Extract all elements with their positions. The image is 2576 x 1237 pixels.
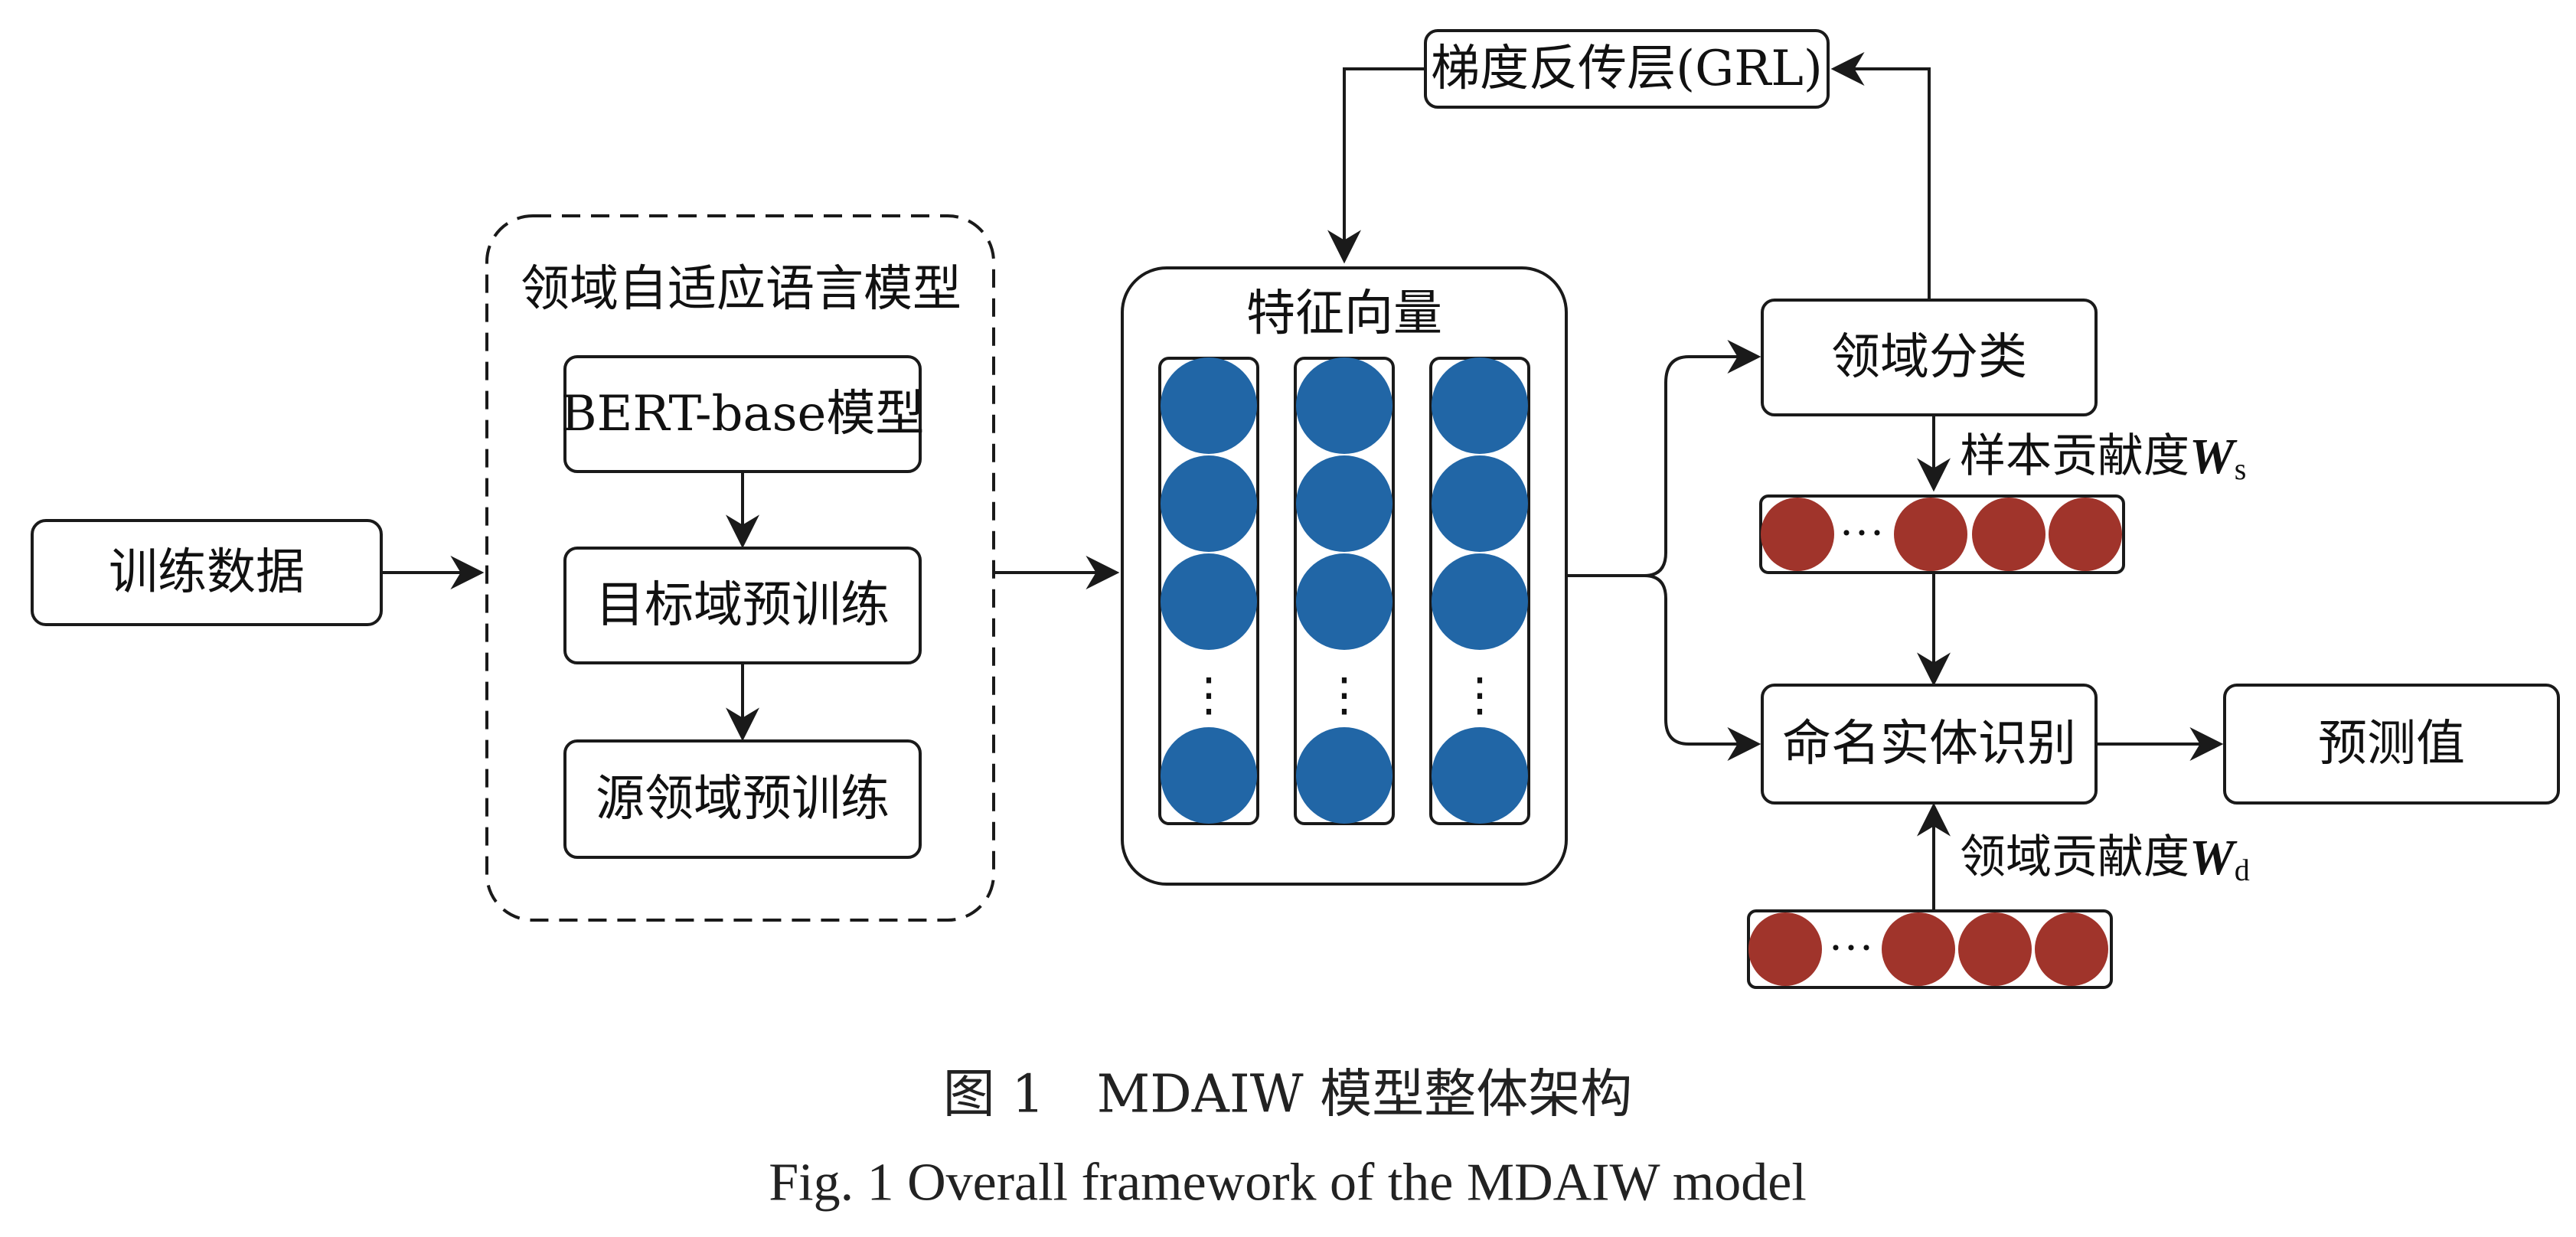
figure-caption-en: Fig. 1 Overall framework of the MDAIW mo… <box>769 1154 1807 1213</box>
domain-weight-node <box>1748 912 1822 986</box>
sample-weight-node <box>1972 498 2045 571</box>
feature-node <box>1296 357 1392 454</box>
prediction-label: 预测值 <box>2318 716 2465 772</box>
feature-node <box>1296 553 1392 650</box>
sample-weight-node <box>1894 498 1967 571</box>
domain-weight-node <box>1882 912 1955 986</box>
feature-ellipsis: ⋮ <box>1186 670 1232 720</box>
sample-weight-label: 样本贡献度Ws <box>1960 429 2246 486</box>
feature-node <box>1161 455 1257 552</box>
domain-classify-label: 领域分类 <box>1831 329 2027 386</box>
training-data-node: 训练数据 <box>31 519 383 626</box>
feature-ellipsis: ⋮ <box>1457 670 1503 720</box>
arrow-feature-to-classify <box>1566 340 1761 577</box>
feature-node <box>1432 455 1528 552</box>
sample-weight-row: ··· <box>1759 494 2125 574</box>
feature-node <box>1161 553 1257 650</box>
sample-weight-node <box>1761 498 1834 571</box>
figure-caption-cn: 图 1 MDAIW 模型整体架构 <box>943 1065 1633 1125</box>
feature-ellipsis: ⋮ <box>1321 670 1367 720</box>
feature-node <box>1296 455 1392 552</box>
grl-label: 梯度反传层(GRL) <box>1431 41 1823 97</box>
feature-vector-title: 特征向量 <box>1246 286 1442 342</box>
feature-column-2: ⋮ <box>1294 357 1395 825</box>
bert-base-label: BERT-base模型 <box>561 386 925 442</box>
feature-node <box>1432 357 1528 454</box>
domain-weight-node <box>2035 912 2108 986</box>
source-pretrain-label: 源领域预训练 <box>596 771 890 827</box>
arrow-classify-to-grl <box>1830 52 1931 299</box>
domain-weight-label: 领域贡献度Wd <box>1960 830 2250 887</box>
arrow-grl-to-feature <box>1327 67 1425 264</box>
ner-label: 命名实体识别 <box>1782 716 2076 772</box>
domain-weight-row: ··· <box>1747 909 2113 989</box>
feature-node <box>1161 357 1257 454</box>
feature-column-3: ⋮ <box>1429 357 1530 825</box>
domain-lm-group-title: 领域自适应语言模型 <box>521 261 962 318</box>
feature-vector-node: 特征向量 ⋮ ⋮ ⋮ <box>1121 266 1568 886</box>
target-pretrain-label: 目标域预训练 <box>596 577 890 634</box>
domain-weight-node <box>1958 912 2032 986</box>
domain-adaptive-lm-group: 领域自适应语言模型 BERT-base模型 目标域预训练 源领域预训练 <box>485 214 995 922</box>
feature-node <box>1161 727 1257 824</box>
source-pretrain-box <box>563 739 922 859</box>
ner-node: 命名实体识别 <box>1761 684 2098 805</box>
feature-column-1: ⋮ <box>1158 357 1259 825</box>
arrow-feature-to-ner <box>1644 574 1761 761</box>
grl-node: 梯度反传层(GRL) <box>1424 29 1830 109</box>
training-data-label: 训练数据 <box>109 544 305 601</box>
feature-node <box>1296 727 1392 824</box>
sample-weight-node <box>2049 498 2122 571</box>
feature-node <box>1432 727 1528 824</box>
sample-weight-ellipsis: ··· <box>1839 508 1885 558</box>
prediction-node: 预测值 <box>2223 684 2560 805</box>
feature-node <box>1432 553 1528 650</box>
domain-weight-ellipsis: ··· <box>1828 922 1874 973</box>
domain-classify-node: 领域分类 <box>1761 299 2098 416</box>
